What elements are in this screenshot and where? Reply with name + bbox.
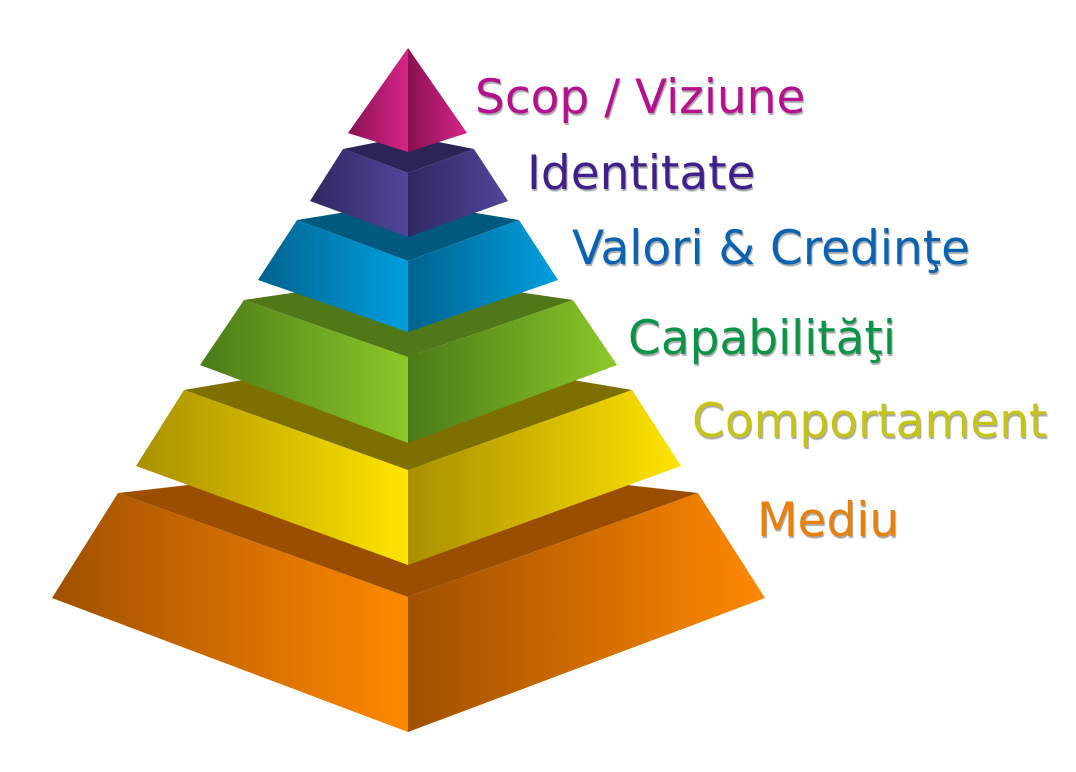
- tier-3-right-face: [408, 300, 617, 443]
- label-comportament: Comportament: [692, 394, 1048, 449]
- tier-2-left-face: [258, 220, 408, 332]
- tier-2-right-face: [408, 220, 558, 332]
- tier-5-left-face: [52, 493, 408, 732]
- tier-3-left-face: [200, 300, 408, 443]
- tier-5-right-face: [408, 493, 765, 732]
- label-identitate: Identitate: [527, 146, 756, 201]
- tier-0-right-face: [408, 48, 467, 152]
- tier-4-left-face: [136, 390, 408, 565]
- label-valori-credinte: Valori & Credinţe: [572, 221, 971, 276]
- label-scop-viziune: Scop / Viziune: [475, 70, 806, 125]
- tier-1-right-face: [408, 149, 508, 237]
- label-mediu: Mediu: [757, 493, 900, 548]
- tier-4-right-face: [408, 390, 681, 565]
- label-capabilitati: Capabilităţi: [628, 311, 896, 366]
- tier-1-left-face: [310, 149, 408, 237]
- tier-0-left-face: [348, 48, 408, 152]
- tier-1-top-face: [343, 136, 474, 173]
